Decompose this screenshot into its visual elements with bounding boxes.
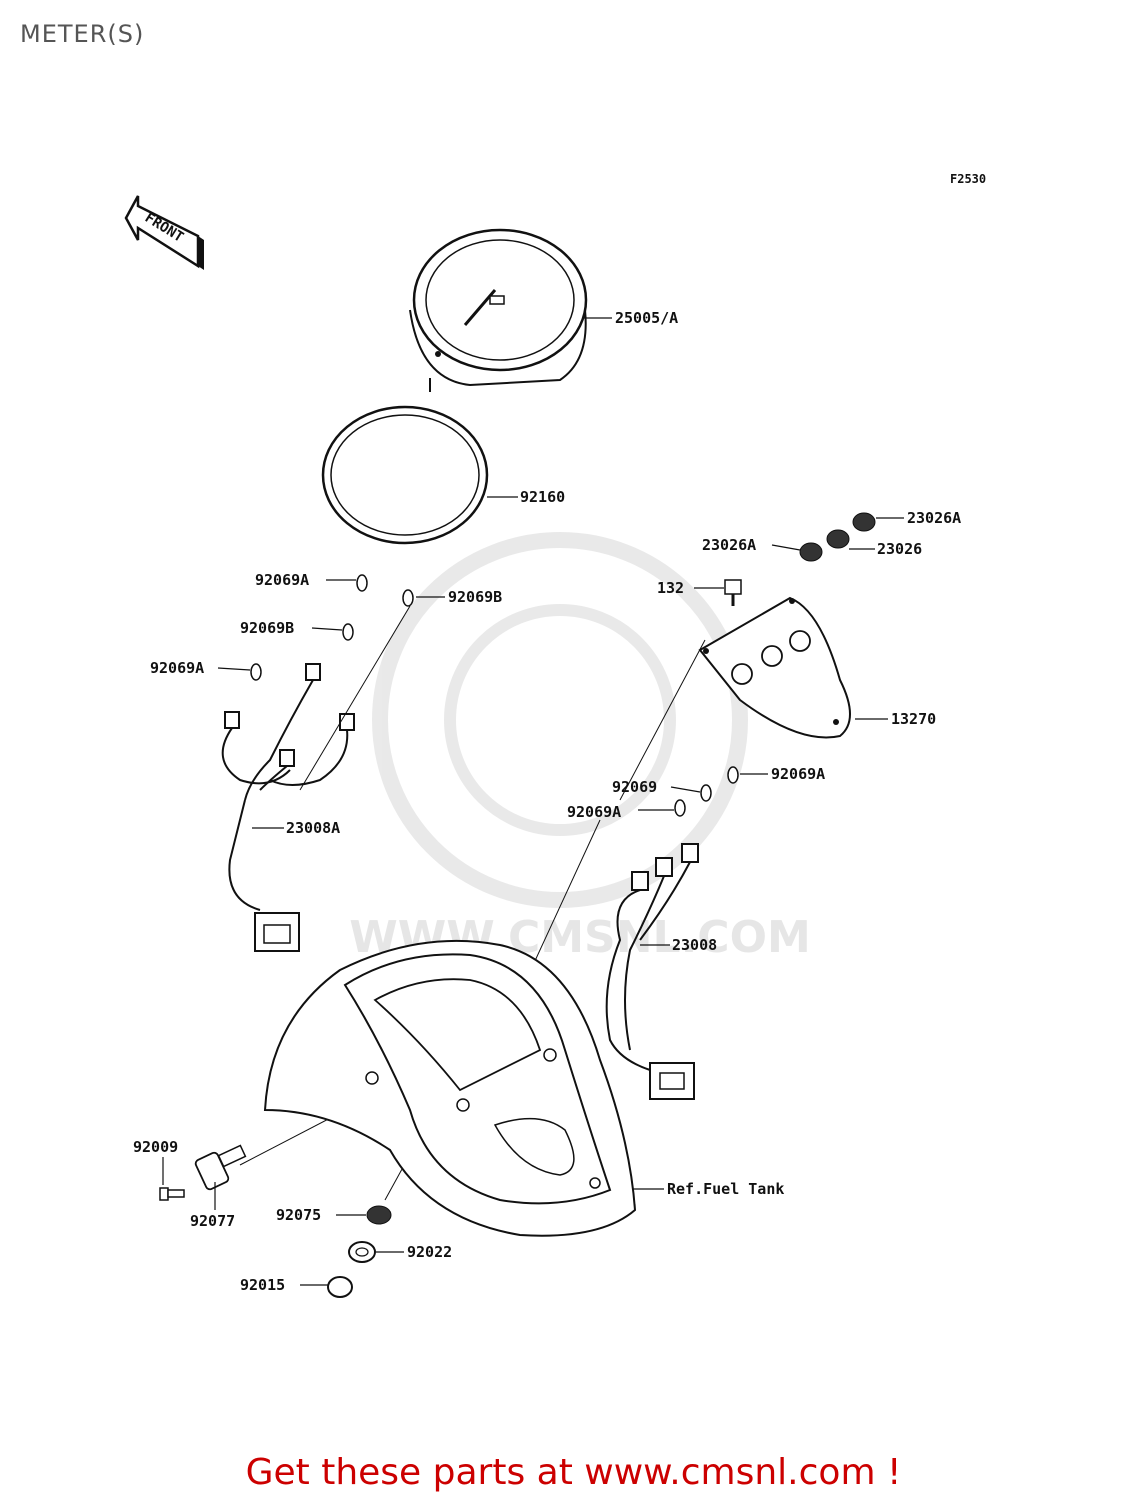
label-92160: 92160 bbox=[520, 488, 565, 506]
label-92022: 92022 bbox=[407, 1243, 452, 1261]
footer-link[interactable]: Get these parts at www.cmsnl.com ! bbox=[245, 1452, 902, 1493]
screw-icon[interactable] bbox=[724, 579, 742, 606]
bolt-icon[interactable] bbox=[159, 1187, 185, 1201]
label-132: 132 bbox=[657, 579, 684, 597]
grommet-icon[interactable] bbox=[327, 1205, 392, 1298]
front-arrow-icon: FRONT bbox=[124, 195, 204, 270]
label-92069b-1: 92069B bbox=[448, 588, 502, 606]
label-23026a-top: 23026A bbox=[907, 509, 961, 527]
bulb-icon[interactable] bbox=[250, 574, 414, 681]
label-23026: 23026 bbox=[877, 540, 922, 558]
label-92077: 92077 bbox=[190, 1212, 235, 1230]
label-23026a-left: 23026A bbox=[702, 536, 756, 554]
wire-harness-right-icon[interactable] bbox=[605, 843, 699, 1100]
knob-icon[interactable] bbox=[194, 1144, 247, 1191]
page-title: METER(S) bbox=[20, 20, 145, 48]
watermark: WWW.CMSNL.COM bbox=[349, 532, 811, 963]
wire-harness-left-icon[interactable] bbox=[221, 663, 355, 952]
label-92069a-3: 92069A bbox=[771, 765, 825, 783]
label-92069a-1: 92069A bbox=[255, 571, 309, 589]
speedometer-icon[interactable] bbox=[409, 228, 588, 392]
meter-bracket-icon[interactable] bbox=[698, 596, 851, 739]
ring-gasket-icon[interactable] bbox=[321, 405, 489, 545]
figure-id: F2530 bbox=[950, 172, 987, 186]
label-92015: 92015 bbox=[240, 1276, 285, 1294]
label-23008a: 23008A bbox=[286, 819, 340, 837]
label-92009: 92009 bbox=[133, 1138, 178, 1156]
label-92069b-2: 92069B bbox=[240, 619, 294, 637]
label-ref-fuel-tank: Ref.Fuel Tank bbox=[667, 1180, 784, 1198]
label-92069a-2: 92069A bbox=[150, 659, 204, 677]
label-92075: 92075 bbox=[276, 1206, 321, 1224]
indicator-lens-icon[interactable] bbox=[799, 512, 876, 562]
label-23008: 23008 bbox=[672, 936, 717, 954]
label-92069a-4: 92069A bbox=[567, 803, 621, 821]
label-25005a: 25005/A bbox=[615, 309, 678, 327]
fuel-tank-cover-icon[interactable] bbox=[263, 939, 637, 1237]
bulb-right-icon[interactable] bbox=[674, 766, 739, 817]
label-13270: 13270 bbox=[891, 710, 936, 728]
label-92069: 92069 bbox=[612, 778, 657, 796]
